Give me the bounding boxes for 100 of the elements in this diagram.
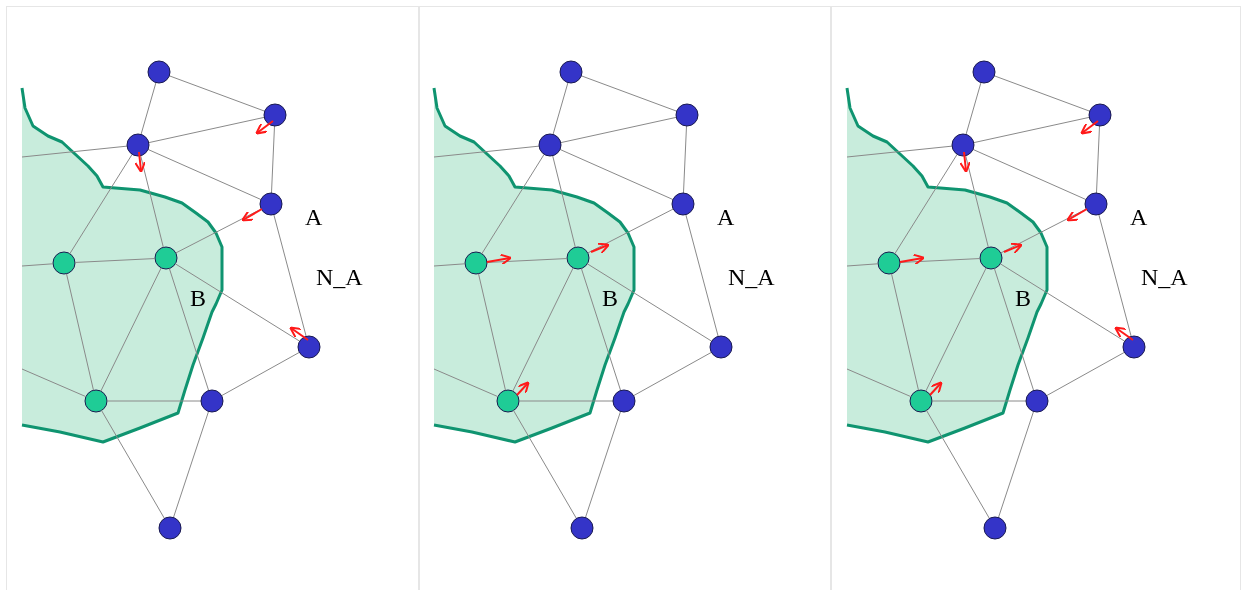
- graph-edge: [433, 145, 540, 158]
- graph-edge: [100, 267, 162, 392]
- outer-node: [1122, 335, 1146, 359]
- outer-node: [1084, 192, 1108, 216]
- graph-edge: [148, 116, 265, 144]
- graph-edge: [584, 410, 622, 519]
- graph-edge: [172, 410, 210, 519]
- inner-node: [909, 389, 933, 413]
- outer-node: [126, 133, 150, 157]
- graph-edge: [891, 273, 919, 391]
- graph-edge: [513, 410, 577, 519]
- graph-edge: [481, 153, 545, 255]
- graph-edge: [101, 410, 165, 519]
- set-label: A: [1130, 205, 1148, 229]
- graph-edge: [931, 400, 1027, 402]
- graph-edge: [552, 82, 569, 135]
- graph-edge: [66, 273, 94, 391]
- inner-node: [566, 246, 590, 270]
- set-label: B: [190, 286, 206, 310]
- graph-edge: [21, 368, 87, 398]
- graph-edge: [106, 400, 202, 402]
- graph-edge: [21, 263, 54, 267]
- shaded-region: [432, 87, 636, 444]
- graph-edge: [140, 82, 157, 135]
- graph-edge: [993, 267, 1035, 392]
- graph-edge: [1098, 214, 1132, 337]
- graph-edge: [69, 153, 133, 255]
- outer-node: [263, 103, 287, 127]
- set-label: A: [717, 205, 735, 229]
- graph-edge: [273, 214, 307, 337]
- graph-edge: [633, 351, 712, 397]
- graph-edge: [580, 75, 678, 112]
- graph-edge: [74, 258, 156, 263]
- outer-node: [147, 60, 171, 84]
- graph-edge: [140, 155, 164, 248]
- graph-edge: [973, 116, 1090, 144]
- graph-edge: [221, 351, 300, 397]
- outer-node: [951, 133, 975, 157]
- outer-node: [1025, 389, 1049, 413]
- graph-edge: [972, 148, 1087, 201]
- outer-node: [612, 389, 636, 413]
- outer-node: [1088, 103, 1112, 127]
- graph-edge: [685, 214, 719, 337]
- set-label: N_A: [1141, 265, 1188, 289]
- graph-edge: [271, 125, 275, 194]
- graph-edge: [1096, 125, 1100, 194]
- set-label: N_A: [316, 265, 363, 289]
- outer-node: [559, 60, 583, 84]
- graph-edge: [997, 410, 1035, 519]
- graph-edge: [478, 273, 506, 391]
- graph-edge: [21, 145, 128, 158]
- graph-edge: [1046, 351, 1125, 397]
- set-label: A: [305, 205, 323, 229]
- graph-edge: [512, 267, 574, 392]
- outer-node: [158, 516, 182, 540]
- outer-node: [972, 60, 996, 84]
- graph-edge: [168, 267, 210, 392]
- graph-edge: [560, 116, 677, 144]
- graph-edge: [965, 155, 989, 248]
- graph-edge: [993, 75, 1091, 112]
- graph-edge: [846, 368, 912, 398]
- inner-node: [52, 251, 76, 275]
- graph-edge: [433, 368, 499, 398]
- graph-edge: [586, 263, 713, 342]
- graph-edge: [683, 125, 687, 194]
- inner-node: [464, 251, 488, 275]
- graph-edge: [174, 263, 301, 342]
- set-label: N_A: [728, 265, 775, 289]
- graph-edge: [999, 263, 1126, 342]
- outer-node: [200, 389, 224, 413]
- outer-node: [675, 103, 699, 127]
- graph-edge: [580, 267, 622, 392]
- shaded-region: [20, 87, 224, 444]
- outer-node: [570, 516, 594, 540]
- inner-node: [84, 389, 108, 413]
- set-label: B: [1015, 286, 1031, 310]
- outer-node: [259, 192, 283, 216]
- graph-edge: [894, 153, 958, 255]
- graph-edge: [433, 263, 466, 267]
- shaded-region: [845, 87, 1049, 444]
- graph-edge: [587, 208, 674, 254]
- graph-edge: [147, 148, 262, 201]
- inner-node: [496, 389, 520, 413]
- graph-edge: [846, 145, 953, 158]
- inner-node: [979, 246, 1003, 270]
- outer-node: [671, 192, 695, 216]
- inner-node: [877, 251, 901, 275]
- graph-edge: [518, 400, 614, 402]
- outer-node: [709, 335, 733, 359]
- outer-node: [297, 335, 321, 359]
- graph-edge: [552, 155, 576, 248]
- graph-edge: [926, 410, 990, 519]
- outer-node: [538, 133, 562, 157]
- graph-edge: [965, 82, 982, 135]
- graph-edge: [559, 148, 674, 201]
- inner-node: [154, 246, 178, 270]
- graph-edge: [846, 263, 879, 267]
- outer-node: [983, 516, 1007, 540]
- graph-edge: [925, 267, 987, 392]
- set-label: B: [602, 286, 618, 310]
